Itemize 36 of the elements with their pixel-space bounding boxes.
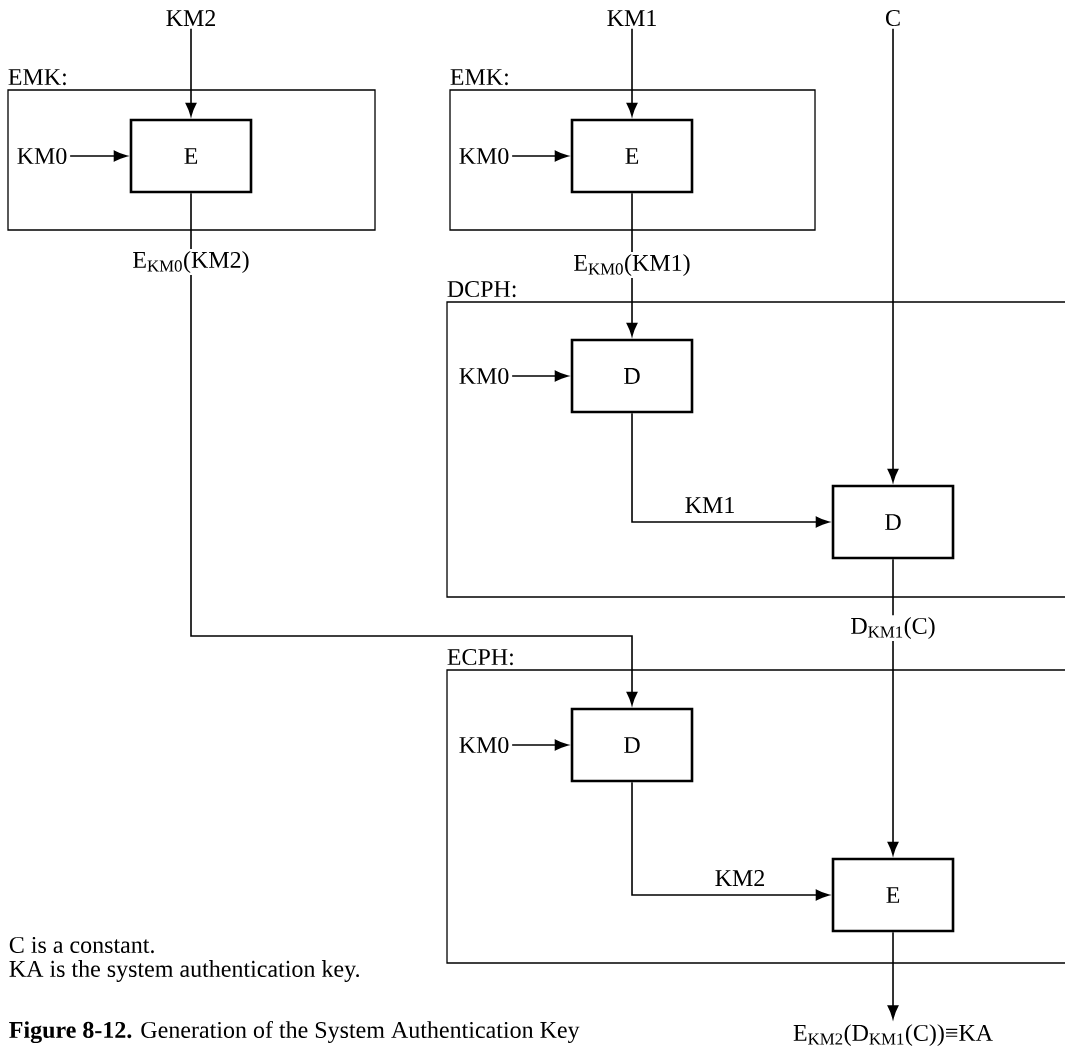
input-label: KM0 [17, 147, 67, 165]
arrow [887, 931, 899, 1019]
node-label: EMK: [8, 69, 66, 86]
function-box: D [570, 338, 694, 414]
input-label: KM1 [607, 10, 656, 26]
edge-label: KM1 [682, 495, 738, 515]
input-label: KM0 [459, 367, 509, 385]
caption: Figure 8-12. Generation of the System Authentication Key [9, 1020, 580, 1044]
note: C is a constant. [9, 936, 154, 954]
arrow [511, 370, 569, 382]
edge-label: E$_{KM0}$(KM1) [571, 252, 693, 278]
function-box: D [570, 707, 694, 783]
input-label: KM0 [459, 147, 509, 165]
arrow [511, 739, 569, 751]
function-box: E [570, 118, 694, 194]
arrow [631, 412, 830, 528]
arrow [631, 781, 830, 901]
edge-label: KM2 [712, 868, 768, 888]
arrow [190, 192, 638, 706]
arrow [887, 28, 899, 483]
edge-label: D$_{KM1}$(C) [848, 615, 938, 641]
node-label: EMK: [450, 69, 508, 86]
arrow [511, 150, 569, 162]
input-label: KM0 [459, 736, 509, 754]
arrow [69, 150, 128, 162]
function-box: E [831, 857, 955, 933]
output-label: E$_{KM2}$(D$_{KM1}$(C))≡KA [793, 1024, 993, 1046]
input-label: KM2 [166, 10, 215, 26]
note: KA is the system authentication key. [9, 960, 359, 982]
arrow [887, 558, 899, 856]
arrow [185, 27, 197, 117]
arrow [626, 27, 638, 117]
edge-label: E$_{KM0}$(KM2) [130, 249, 252, 275]
function-box: D [831, 484, 955, 560]
input-label: C [886, 9, 900, 27]
function-box: E [129, 118, 253, 194]
